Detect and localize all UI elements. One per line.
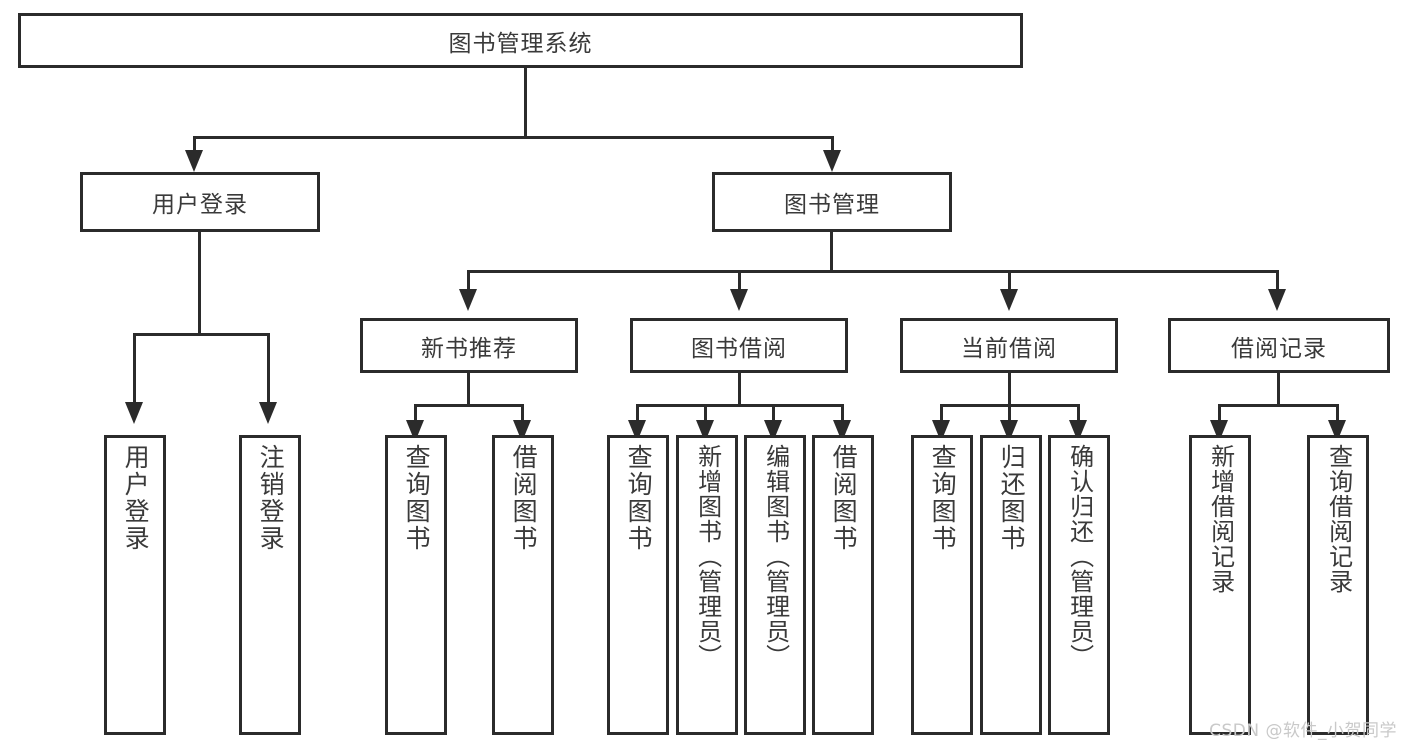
connector-book-management-bar [467,270,1279,273]
connector-user-login-right-drop [267,333,270,405]
node-current-borrow[interactable]: 当前借阅 [900,318,1118,373]
connector-root-to-book-management [831,136,834,154]
connector-cb-drop-1 [940,404,943,426]
connector-user-login-bar [133,333,270,336]
connector-br-drop-1 [1218,404,1221,426]
connector-borrow-record-stem [1277,373,1280,406]
arrow-to-new-book-recommend [459,289,477,311]
leaf-label: 编辑图书（管理员） [761,444,790,669]
leaf-query-borrow-record[interactable]: 查询借阅记录 [1307,435,1369,735]
connector-br-drop-2 [1336,404,1339,426]
leaf-add-book[interactable]: 新增图书（管理员） [676,435,738,735]
connector-new-book-drop-1 [414,404,417,426]
node-label: 图书管理系统 [448,30,593,57]
leaf-label: 借阅图书 [829,444,859,552]
leaf-borrow-book-1[interactable]: 借阅图书 [492,435,554,735]
node-label: 用户登录 [152,192,248,218]
node-label: 当前借阅 [961,335,1057,362]
leaf-user-login[interactable]: 用户登录 [104,435,166,735]
node-label: 图书管理 [784,192,880,218]
connector-bm-to-current-borrow [1008,270,1011,292]
leaf-label: 查询借阅记录 [1324,444,1353,594]
connector-new-book-drop-2 [521,404,524,426]
arrow-to-borrow-record [1268,289,1286,311]
leaf-label: 用户登录 [121,444,151,552]
leaf-label: 查询图书 [402,444,432,552]
leaf-borrow-book-2[interactable]: 借阅图书 [812,435,874,735]
connector-cb-drop-3 [1077,404,1080,426]
connector-root-bar [193,136,834,139]
connector-user-login-left-drop [133,333,136,405]
leaf-label: 注销登录 [256,444,286,552]
node-book-borrow[interactable]: 图书借阅 [630,318,848,373]
connector-bb-drop-3 [772,404,775,426]
leaf-logout-login[interactable]: 注销登录 [239,435,301,735]
connector-new-book-bar [414,404,524,407]
arrow-to-leaf-logout-login [259,402,277,424]
node-borrow-record[interactable]: 借阅记录 [1168,318,1390,373]
arrow-root-to-user-login [185,150,203,172]
leaf-add-borrow-record[interactable]: 新增借阅记录 [1189,435,1251,735]
node-label: 图书借阅 [691,335,787,362]
arrow-root-to-book-management [823,150,841,172]
leaf-label: 归还图书 [997,444,1027,552]
connector-root-to-user-login [193,136,196,154]
arrow-to-current-borrow [1000,289,1018,311]
leaf-label: 确认归还（管理员） [1065,444,1094,669]
connector-book-borrow-bar [636,404,844,407]
node-label: 新书推荐 [421,335,517,362]
connector-current-borrow-stem [1008,373,1011,406]
connector-bb-drop-2 [704,404,707,426]
leaf-label: 新增图书（管理员） [693,444,722,669]
leaf-edit-book[interactable]: 编辑图书（管理员） [744,435,806,735]
connector-cb-drop-2 [1008,404,1011,426]
node-new-book-recommend[interactable]: 新书推荐 [360,318,578,373]
connector-bb-drop-4 [841,404,844,426]
leaf-label: 查询图书 [624,444,654,552]
leaf-query-book-2[interactable]: 查询图书 [607,435,669,735]
leaf-query-book-3[interactable]: 查询图书 [911,435,973,735]
connector-root-stem [524,68,527,138]
connector-borrow-record-bar [1218,404,1339,407]
node-book-management[interactable]: 图书管理 [712,172,952,232]
connector-book-management-stem [830,232,833,272]
connector-bm-to-book-borrow [738,270,741,292]
leaf-query-book-1[interactable]: 查询图书 [385,435,447,735]
leaf-label: 新增借阅记录 [1206,444,1235,594]
arrow-to-leaf-user-login [125,402,143,424]
connector-bm-to-new-book [467,270,470,292]
node-root-book-management-system[interactable]: 图书管理系统 [18,13,1023,68]
node-user-login[interactable]: 用户登录 [80,172,320,232]
leaf-confirm-return[interactable]: 确认归还（管理员） [1048,435,1110,735]
leaf-return-book[interactable]: 归还图书 [980,435,1042,735]
connector-book-borrow-stem [738,373,741,406]
connector-user-login-stem [198,232,201,335]
leaf-label: 借阅图书 [509,444,539,552]
arrow-to-book-borrow [730,289,748,311]
leaf-label: 查询图书 [928,444,958,552]
connector-new-book-stem [467,373,470,406]
connector-bm-to-borrow-record [1276,270,1279,292]
connector-bb-drop-1 [636,404,639,426]
node-label: 借阅记录 [1231,335,1327,362]
